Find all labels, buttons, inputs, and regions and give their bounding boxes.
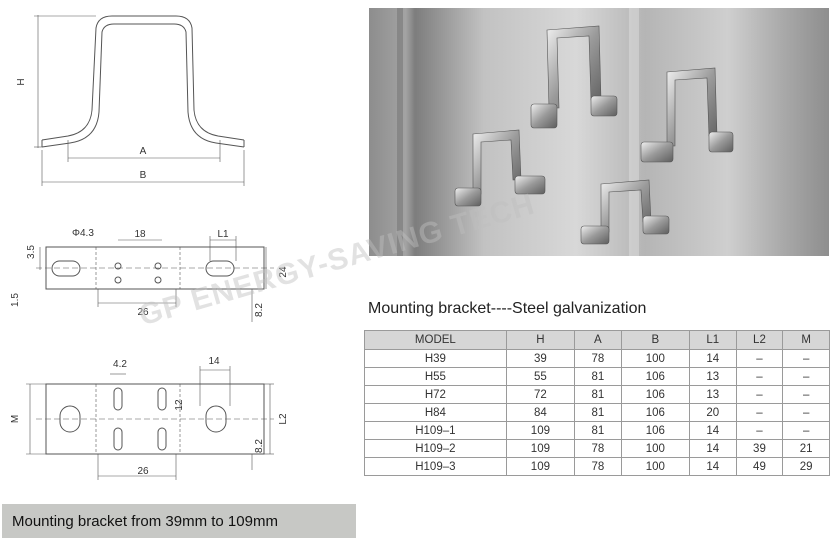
table-row: H55 55 81 106 13 – – [364,367,830,386]
spec-title: Mounting bracket----Steel galvanization [368,300,647,317]
table-cell: – [735,367,784,386]
photo-bracket-bottom [580,179,670,245]
table-cell: H84 [364,403,507,422]
photo-bracket-tall [530,25,618,129]
technical-drawings: H A B Φ4.3 18 L1 3.5 1.5 24 26 8.2 4.2 1… [10,15,289,480]
caption-text: Mounting bracket from 39mm to 109mm [12,512,278,530]
bracket-profile-drawing [34,15,245,186]
bracket-flat-view-drawing [36,236,274,322]
table-row: H109–1 109 81 106 14 – – [364,421,830,440]
dim-label-12: 12 [174,399,185,411]
table-cell: 14 [688,349,737,368]
table-cell: 100 [620,457,690,476]
table-cell: 109 [505,421,576,440]
table-cell: – [735,349,784,368]
dim-label-14: 14 [208,356,220,367]
dim-label-m: M [10,415,21,423]
table-cell: H109–2 [364,439,507,458]
table-cell: 100 [620,349,690,368]
table-cell: H109–3 [364,457,507,476]
table-cell: – [735,421,784,440]
table-cell: H72 [364,385,507,404]
spec-table-header-row: MODEL H A B L1 L2 M [364,330,830,350]
table-cell: 109 [505,457,576,476]
table-cell: H109–1 [364,421,507,440]
product-photo [369,8,829,256]
dim-label-h: H [16,78,27,85]
table-cell: 29 [782,457,830,476]
table-row: H84 84 81 106 20 – – [364,403,830,422]
dim-label-3-5: 3.5 [26,245,37,259]
spec-table: MODEL H A B L1 L2 M H39 39 78 100 14 – –… [364,330,830,476]
dim-label-8-2-bottom: 8.2 [254,439,265,453]
caption-banner: Mounting bracket from 39mm to 109mm [2,504,356,538]
table-cell: 78 [574,457,622,476]
dim-label-1-5: 1.5 [10,293,21,307]
table-cell: – [782,403,830,422]
table-cell: 81 [574,367,622,386]
table-cell: 49 [735,457,784,476]
dim-label-26-bottom: 26 [137,466,149,477]
table-cell: 14 [688,421,737,440]
table-cell: 78 [574,349,622,368]
dim-label-hole-diameter: Φ4.3 [72,228,94,239]
table-cell: 39 [735,439,784,458]
table-cell: 81 [574,385,622,404]
dim-label-26: 26 [137,307,149,318]
dim-label-8-2: 8.2 [254,303,265,317]
dim-label-4-2: 4.2 [113,359,127,370]
table-cell: 106 [620,385,690,404]
photo-bracket-left [454,129,546,207]
table-cell: 81 [574,421,622,440]
table-cell: 20 [688,403,737,422]
table-cell: – [782,421,830,440]
dim-label-a: A [140,146,147,157]
dim-label-b: B [140,170,147,181]
column-header: A [574,330,622,350]
table-cell: 13 [688,385,737,404]
table-cell: 72 [505,385,576,404]
table-cell: 100 [620,439,690,458]
table-cell: – [782,385,830,404]
table-cell: 106 [620,403,690,422]
column-header: L2 [735,330,784,350]
table-cell: 14 [688,439,737,458]
column-header: H [505,330,576,350]
table-cell: 109 [505,439,576,458]
table-cell: – [735,403,784,422]
dim-label-24: 24 [278,266,289,278]
dim-label-18: 18 [134,229,146,240]
table-cell: H55 [364,367,507,386]
table-cell: 21 [782,439,830,458]
table-row: H109–2 109 78 100 14 39 21 [364,439,830,458]
table-row: H109–3 109 78 100 14 49 29 [364,457,830,476]
column-header: L1 [688,330,737,350]
table-row: H72 72 81 106 13 – – [364,385,830,404]
table-cell: 81 [574,403,622,422]
column-header: MODEL [364,330,507,350]
column-header: M [782,330,830,350]
table-cell: – [782,349,830,368]
table-cell: 39 [505,349,576,368]
table-cell: 55 [505,367,576,386]
table-cell: 106 [620,421,690,440]
table-cell: – [735,385,784,404]
dim-label-l1: L1 [217,229,229,240]
column-header: B [620,330,690,350]
table-cell: 78 [574,439,622,458]
table-cell: 14 [688,457,737,476]
table-cell: 13 [688,367,737,386]
table-cell: H39 [364,349,507,368]
table-cell: 84 [505,403,576,422]
dim-label-l2: L2 [278,413,289,425]
bracket-wide-view-drawing [26,366,274,480]
photo-bracket-right [640,67,734,163]
table-cell: 106 [620,367,690,386]
table-cell: – [782,367,830,386]
table-row: H39 39 78 100 14 – – [364,349,830,368]
